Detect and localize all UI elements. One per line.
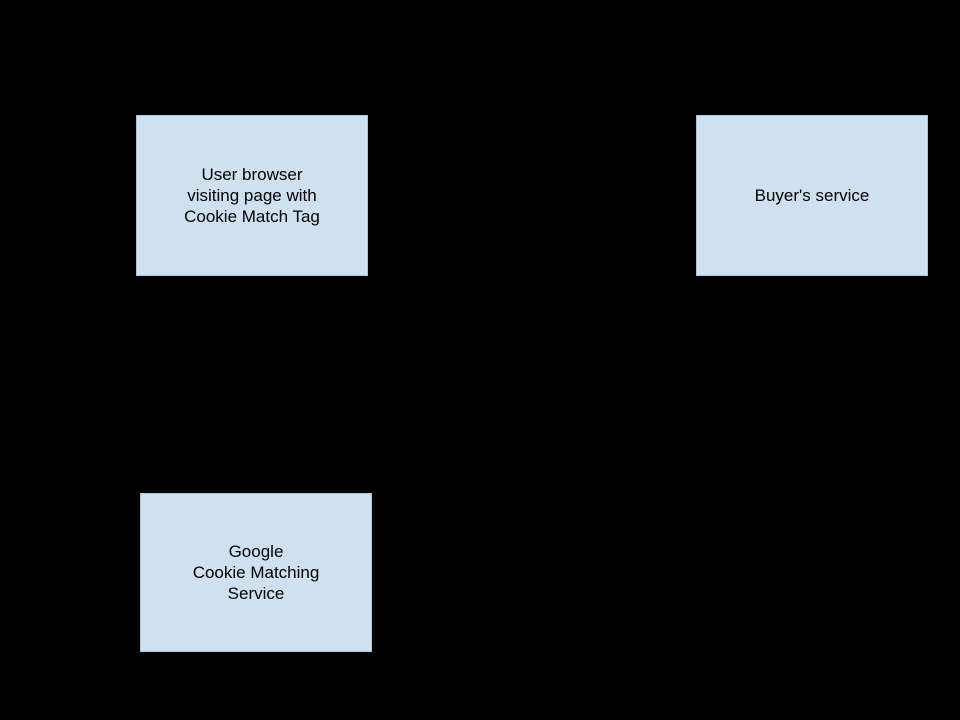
node-google-cookie-matching-service-label: Google Cookie Matching Service (192, 542, 320, 603)
node-google-cookie-matching-service[interactable]: Google Cookie Matching Service (140, 493, 372, 652)
node-buyer-service[interactable]: Buyer's service (696, 115, 928, 276)
node-user-browser-label: User browser visiting page with Cookie M… (184, 165, 320, 226)
node-buyer-service-label: Buyer's service (754, 186, 870, 205)
node-user-browser[interactable]: User browser visiting page with Cookie M… (136, 115, 368, 276)
